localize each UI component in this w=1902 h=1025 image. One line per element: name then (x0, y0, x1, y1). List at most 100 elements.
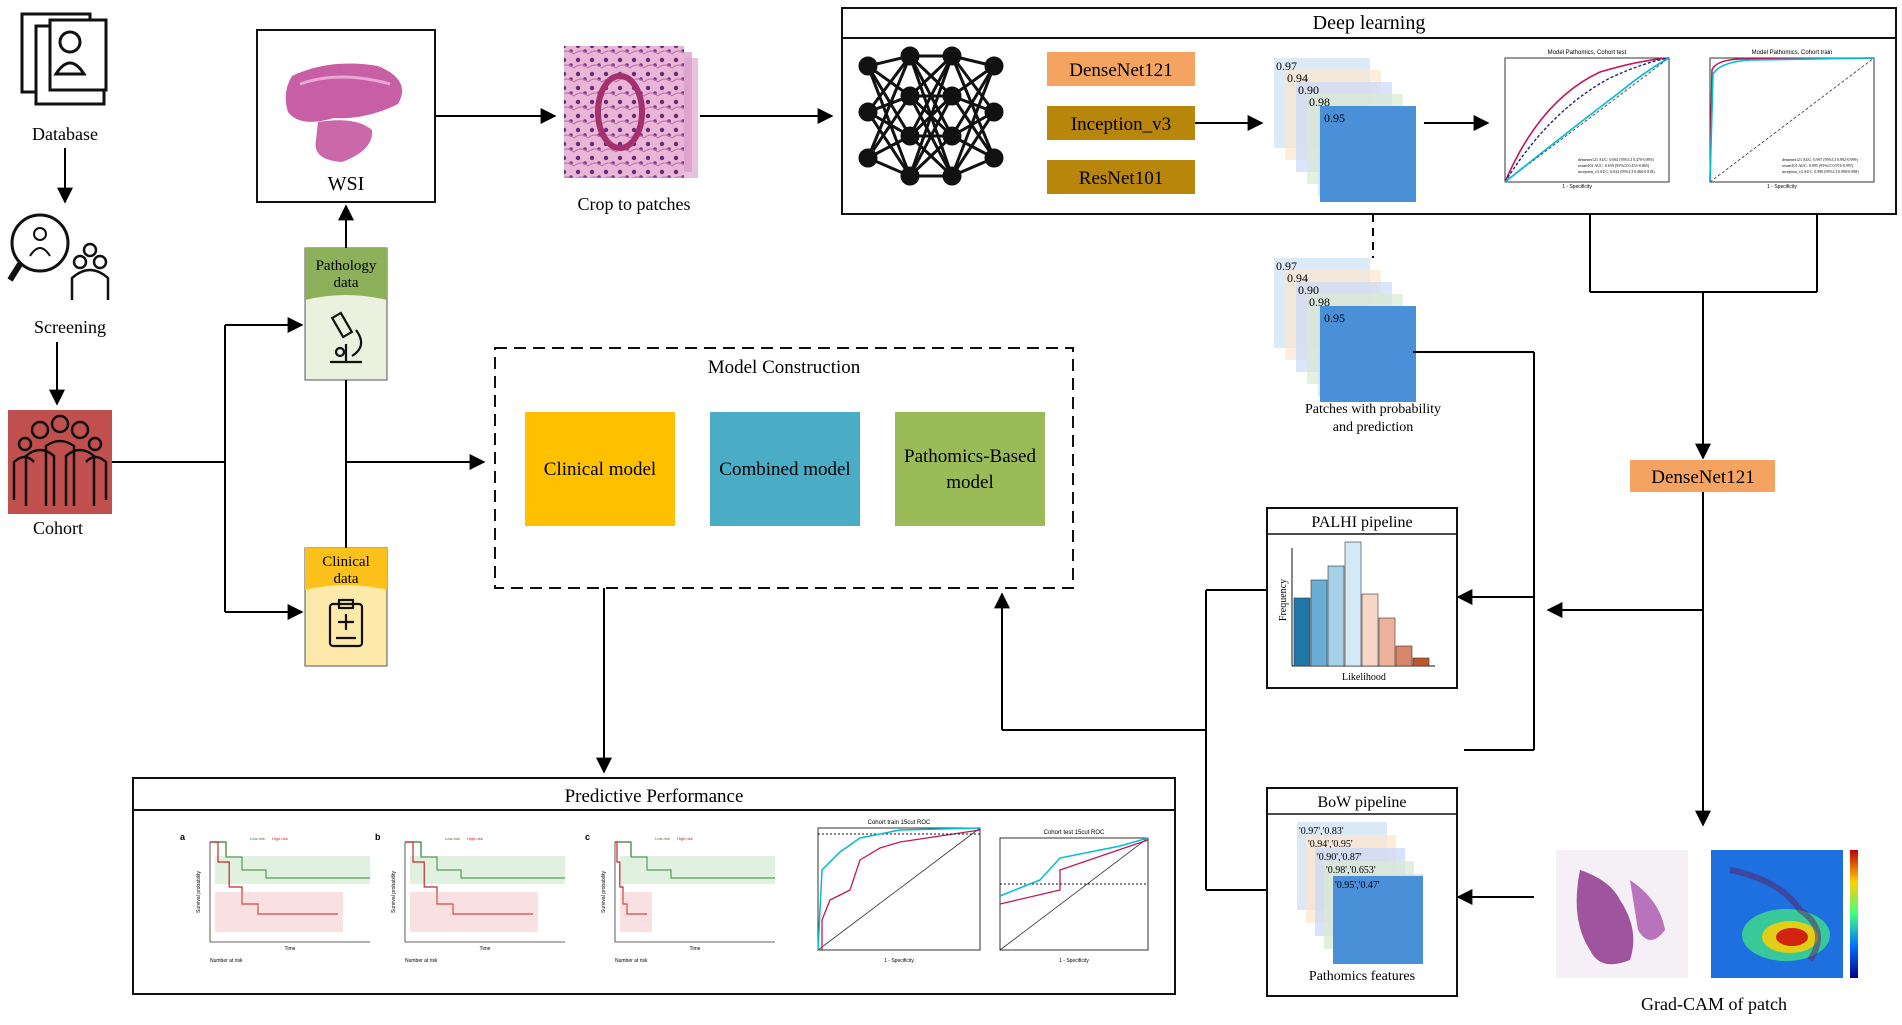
nn-node (942, 166, 962, 186)
model-construction-panel: Model Construction Clinical model Combin… (494, 347, 1074, 589)
bow-title: BoW pipeline (1317, 794, 1406, 811)
palhi-bar (1344, 541, 1362, 667)
probability-value: 0.98 (1309, 295, 1330, 309)
roc-cohort-test-xlabel: 1 - Specificity (1059, 958, 1089, 964)
predictive-title: Predictive Performance (565, 786, 744, 807)
nn-node (900, 166, 920, 186)
roc-train-title: Model Pathomics, Cohort train (1752, 50, 1833, 56)
roc-test-xlabel: 1 - Specificity (1562, 184, 1592, 190)
crop-label: Crop to patches (578, 194, 691, 214)
screening-label: Screening (34, 317, 106, 337)
selected-model-label: DenseNet121 (1651, 467, 1754, 488)
clinical-data-label-2: data (334, 571, 359, 587)
km-curve-low-risk (615, 841, 775, 879)
probability-value: 0.95 (1324, 111, 1345, 125)
probability-value: 0.94 (1287, 71, 1308, 85)
km-panel-letter: a (180, 832, 186, 842)
clipboard-icon (328, 598, 364, 648)
pathology-data-card: Pathology data (304, 247, 388, 381)
selected-model-box (1630, 460, 1775, 492)
km-ci-high-risk (410, 892, 538, 932)
patch-stack (564, 46, 698, 178)
pathomics-model-label-2: model (946, 472, 994, 493)
screening-icon (7, 213, 110, 300)
roc-cohort-train-xlabel: 1 - Specificity (884, 958, 914, 964)
clinical-data-card: Clinical data (304, 547, 388, 667)
nn-node (900, 46, 920, 66)
combined-model-label: Combined model (719, 459, 850, 480)
roc-train-legend-2: resnet101 AUC: 0.995 (95%CI 0.974-0.997) (1782, 163, 1854, 168)
nn-node (858, 102, 878, 122)
roc-cohort-train: Cohort train 15cut ROC 1 - Specificity (817, 820, 981, 964)
model-inception-box (1047, 106, 1195, 140)
km-curve-high-risk (405, 841, 533, 915)
nn-node (900, 86, 920, 106)
probability-value: 0.90 (1298, 83, 1319, 97)
bow-caption: Pathomics features (1309, 969, 1415, 984)
bow-patch-front (1333, 876, 1423, 964)
palhi-bar (1361, 593, 1379, 667)
km-xlabel: Time (285, 946, 296, 952)
nn-node (858, 56, 878, 76)
nn-node (984, 56, 1004, 76)
roc-test-chart: Model Pathomics, Cohort test 1 - Specifi… (1504, 50, 1670, 190)
palhi-bar (1395, 645, 1413, 667)
gradcam-label: Grad-CAM of patch (1641, 994, 1787, 1014)
bow-feature-value: '0.94','0.95' (1308, 839, 1353, 850)
gradcam-original-image (1556, 850, 1688, 978)
km-panel-letter: b (375, 832, 381, 842)
palhi-xlabel: Likelihood (1342, 672, 1386, 683)
roc-train-legend-3: inception_v3 AUC: 0.990 (95%CI 0.990-0.9… (1782, 169, 1859, 174)
roc-test-legend-1: densenet121 AUC: 0.692 (95%CI 0.470-0.89… (1578, 157, 1654, 162)
heatmap-colorbar (1850, 850, 1858, 978)
km-strata-high: High-risk (677, 836, 693, 841)
model-construction-title: Model Construction (708, 357, 861, 378)
roc-test-legend-2: resnet101 AUC: 0.659 (95%CI 0.453-0.865) (1578, 163, 1650, 168)
roc-train-chart: Model Pathomics, Cohort train 1 - Specif… (1709, 50, 1875, 190)
bow-feature-value: '0.95','0.47' (1335, 880, 1380, 891)
km-ylabel: Survival probability (601, 871, 607, 913)
km-ci-low-risk (215, 856, 370, 884)
km-xlabel: Time (690, 946, 701, 952)
pathology-data-label-1: Pathology (316, 258, 377, 274)
clinical-model-box (525, 412, 675, 526)
model-resnet-box (1047, 160, 1195, 194)
database-label: Database (32, 124, 98, 144)
km-strata-high: High-risk (467, 836, 483, 841)
probability-patch-front (1320, 306, 1416, 402)
roc-cohort-test-title: Cohort test 15cut ROC (1044, 830, 1105, 836)
neural-network-icon (858, 46, 1004, 186)
pathomics-model-box (895, 412, 1045, 526)
roc-train-xlabel: 1 - Specificity (1767, 184, 1797, 190)
roc-test-legend-3: inception_v3 AUC: 0.632 (95%CI 0.466-0.8… (1578, 169, 1655, 174)
km-strata-high: High-risk (272, 836, 288, 841)
km-curve-low-risk (210, 841, 370, 879)
clinical-model-label: Clinical model (544, 459, 656, 480)
database-icon (20, 12, 108, 106)
model-densenet-label: DenseNet121 (1069, 60, 1172, 81)
patches-caption-2: and prediction (1333, 420, 1413, 435)
nn-node (984, 102, 1004, 122)
palhi-bar (1412, 657, 1430, 667)
nn-node (858, 148, 878, 168)
km-ci-high-risk (215, 892, 343, 932)
km-risk-label: Number at risk (210, 958, 243, 964)
wsi-box: WSI (256, 29, 436, 203)
roc-cohort-train-title: Cohort train 15cut ROC (868, 820, 931, 826)
cohort-label: Cohort (33, 518, 83, 538)
clinical-data-label-1: Clinical (322, 554, 370, 570)
wsi-label: WSI (328, 173, 365, 195)
model-resnet-label: ResNet101 (1079, 168, 1163, 189)
pathomics-model-label-1: Pathomics-Based (904, 446, 1036, 467)
km-ylabel: Survival probability (391, 871, 397, 913)
deep-learning-title: Deep learning (1313, 12, 1426, 34)
palhi-bar (1378, 617, 1396, 667)
probability-value: 0.97 (1276, 59, 1297, 73)
nn-node (942, 46, 962, 66)
gradcam-heatmap-image (1711, 850, 1843, 978)
patches-caption-1: Patches with probability (1305, 402, 1441, 417)
km-strata-low: Low-risk (250, 836, 265, 841)
nn-node (942, 126, 962, 146)
